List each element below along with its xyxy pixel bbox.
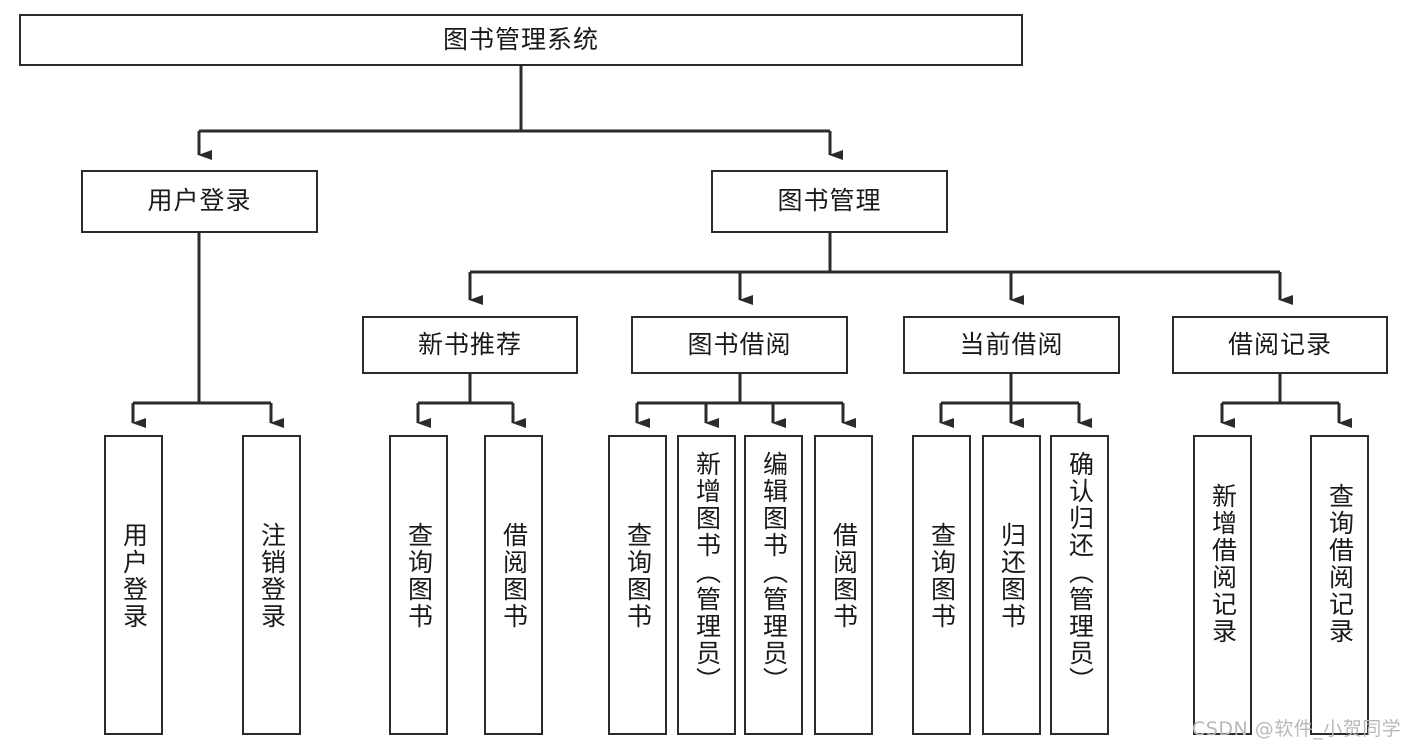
- node-leaf-user-login[interactable]: 用户登录: [104, 435, 163, 735]
- node-leaf-logout-login-label: 注销登录: [257, 522, 287, 630]
- node-leaf-query-book-2-label: 查询图书: [623, 522, 653, 630]
- node-leaf-borrow-book-2[interactable]: 借阅图书: [814, 435, 873, 735]
- node-leaf-borrow-book-1-label: 借阅图书: [499, 522, 529, 630]
- node-leaf-query-book-1-label: 查询图书: [404, 522, 434, 630]
- node-leaf-borrow-book-1[interactable]: 借阅图书: [484, 435, 543, 735]
- node-borrow-record-label: 借阅记录: [1227, 329, 1332, 359]
- node-current-borrow-label: 当前借阅: [959, 329, 1064, 359]
- node-leaf-query-book-3[interactable]: 查询图书: [912, 435, 971, 735]
- node-current-borrow[interactable]: 当前借阅: [903, 316, 1120, 374]
- node-leaf-add-record-label: 新增借阅记录: [1208, 483, 1238, 645]
- node-book-management[interactable]: 图书管理: [711, 170, 948, 233]
- node-leaf-confirm-return-label: 确认归还（管理员）: [1065, 451, 1095, 694]
- watermark-text: CSDN @软件_小贺同学: [1192, 718, 1402, 740]
- node-new-book-recommend[interactable]: 新书推荐: [362, 316, 578, 374]
- node-leaf-query-record[interactable]: 查询借阅记录: [1310, 435, 1369, 735]
- node-user-login[interactable]: 用户登录: [81, 170, 318, 233]
- node-leaf-borrow-book-2-label: 借阅图书: [829, 522, 859, 630]
- node-borrow-record[interactable]: 借阅记录: [1172, 316, 1388, 374]
- node-book-borrow[interactable]: 图书借阅: [631, 316, 848, 374]
- node-leaf-edit-book[interactable]: 编辑图书（管理员）: [744, 435, 803, 735]
- node-leaf-query-book-3-label: 查询图书: [927, 522, 957, 630]
- node-new-book-recommend-label: 新书推荐: [417, 329, 522, 359]
- node-leaf-query-book-2[interactable]: 查询图书: [608, 435, 667, 735]
- node-leaf-logout-login[interactable]: 注销登录: [242, 435, 301, 735]
- node-leaf-add-book[interactable]: 新增图书（管理员）: [677, 435, 736, 735]
- node-leaf-return-book-label: 归还图书: [997, 522, 1027, 630]
- node-leaf-edit-book-label: 编辑图书（管理员）: [759, 451, 789, 694]
- node-root-label: 图书管理系统: [442, 24, 599, 54]
- node-book-borrow-label: 图书借阅: [687, 329, 792, 359]
- node-leaf-add-book-label: 新增图书（管理员）: [692, 451, 722, 694]
- node-leaf-user-login-label: 用户登录: [119, 522, 149, 630]
- node-leaf-confirm-return[interactable]: 确认归还（管理员）: [1050, 435, 1109, 735]
- node-book-management-label: 图书管理: [777, 186, 882, 216]
- node-root[interactable]: 图书管理系统: [19, 14, 1023, 66]
- node-leaf-query-book-1[interactable]: 查询图书: [389, 435, 448, 735]
- node-leaf-return-book[interactable]: 归还图书: [982, 435, 1041, 735]
- node-user-login-label: 用户登录: [147, 186, 252, 216]
- node-leaf-query-record-label: 查询借阅记录: [1325, 483, 1355, 645]
- node-leaf-add-record[interactable]: 新增借阅记录: [1193, 435, 1252, 735]
